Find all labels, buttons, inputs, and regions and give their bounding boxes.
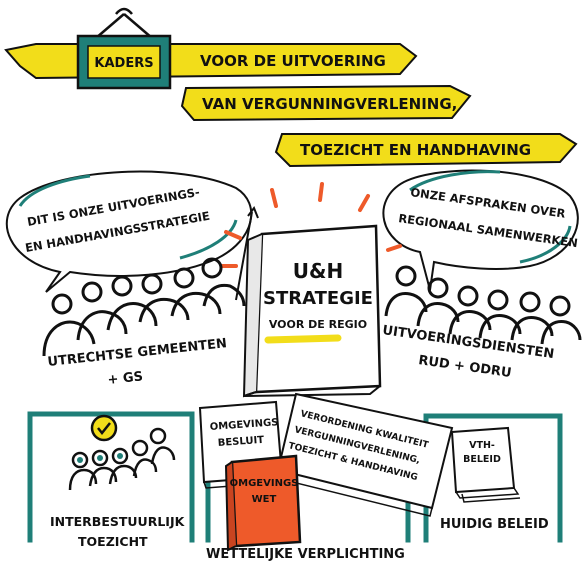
- supervision-people-icon: [68, 414, 176, 491]
- banner-line-3: TOEZICHT EN HANDHAVING: [300, 141, 531, 159]
- frame-hook-icon: [95, 7, 153, 39]
- wet-line-2: WET: [252, 494, 277, 505]
- omgevingswet-book: [224, 454, 302, 552]
- panel-left: [27, 411, 195, 543]
- banner-line-1: VOOR DE UITVOERING: [200, 52, 386, 70]
- vth-line-1: VTH-: [469, 440, 495, 451]
- strategy-book: [242, 224, 382, 398]
- group-left-line-1: UTRECHTSE GEMEENTEN: [47, 336, 228, 370]
- speech-bubble-right: [382, 169, 579, 291]
- panel-left-label-line-2: TOEZICHT: [78, 534, 148, 549]
- people-group-right-icon: [384, 265, 582, 345]
- speech-bubble-left: [5, 170, 253, 293]
- group-left-line-2: + GS: [107, 369, 144, 388]
- banner-ribbon-3: [274, 133, 578, 168]
- people-group-left-icon: [42, 205, 259, 357]
- banner-line-2: VAN VERGUNNINGVERLENING,: [202, 95, 457, 113]
- book-title-line-1: U&H: [293, 259, 343, 283]
- wet-line-1: OMGEVINGS: [230, 478, 299, 489]
- kaders-label: KADERS: [94, 56, 153, 71]
- group-right-line-1: UITVOERINGSDIENSTEN: [381, 323, 555, 362]
- emphasis-rays: [220, 182, 402, 268]
- banner-ribbon-2: [180, 84, 472, 122]
- verordening-document: [275, 392, 454, 517]
- panel-right-label: HUIDIG BELEID: [440, 517, 549, 532]
- vth-line-2: BELEID: [463, 454, 501, 465]
- group-right-line-2: RUD + ODRU: [417, 353, 512, 381]
- besluit-line-1: OMGEVINGS: [209, 417, 278, 433]
- besluit-line-2: BESLUIT: [217, 435, 264, 449]
- book-title-line-2: STRATEGIE: [263, 288, 373, 309]
- panel-middle-label: WETTELIJKE VERPLICHTING: [206, 547, 405, 562]
- kaders-frame: [76, 34, 172, 90]
- panel-left-label-line-1: INTERBESTUURLIJK: [50, 514, 186, 529]
- vth-beleid-document: [450, 426, 521, 503]
- book-title-line-3: VOOR DE REGIO: [269, 318, 367, 331]
